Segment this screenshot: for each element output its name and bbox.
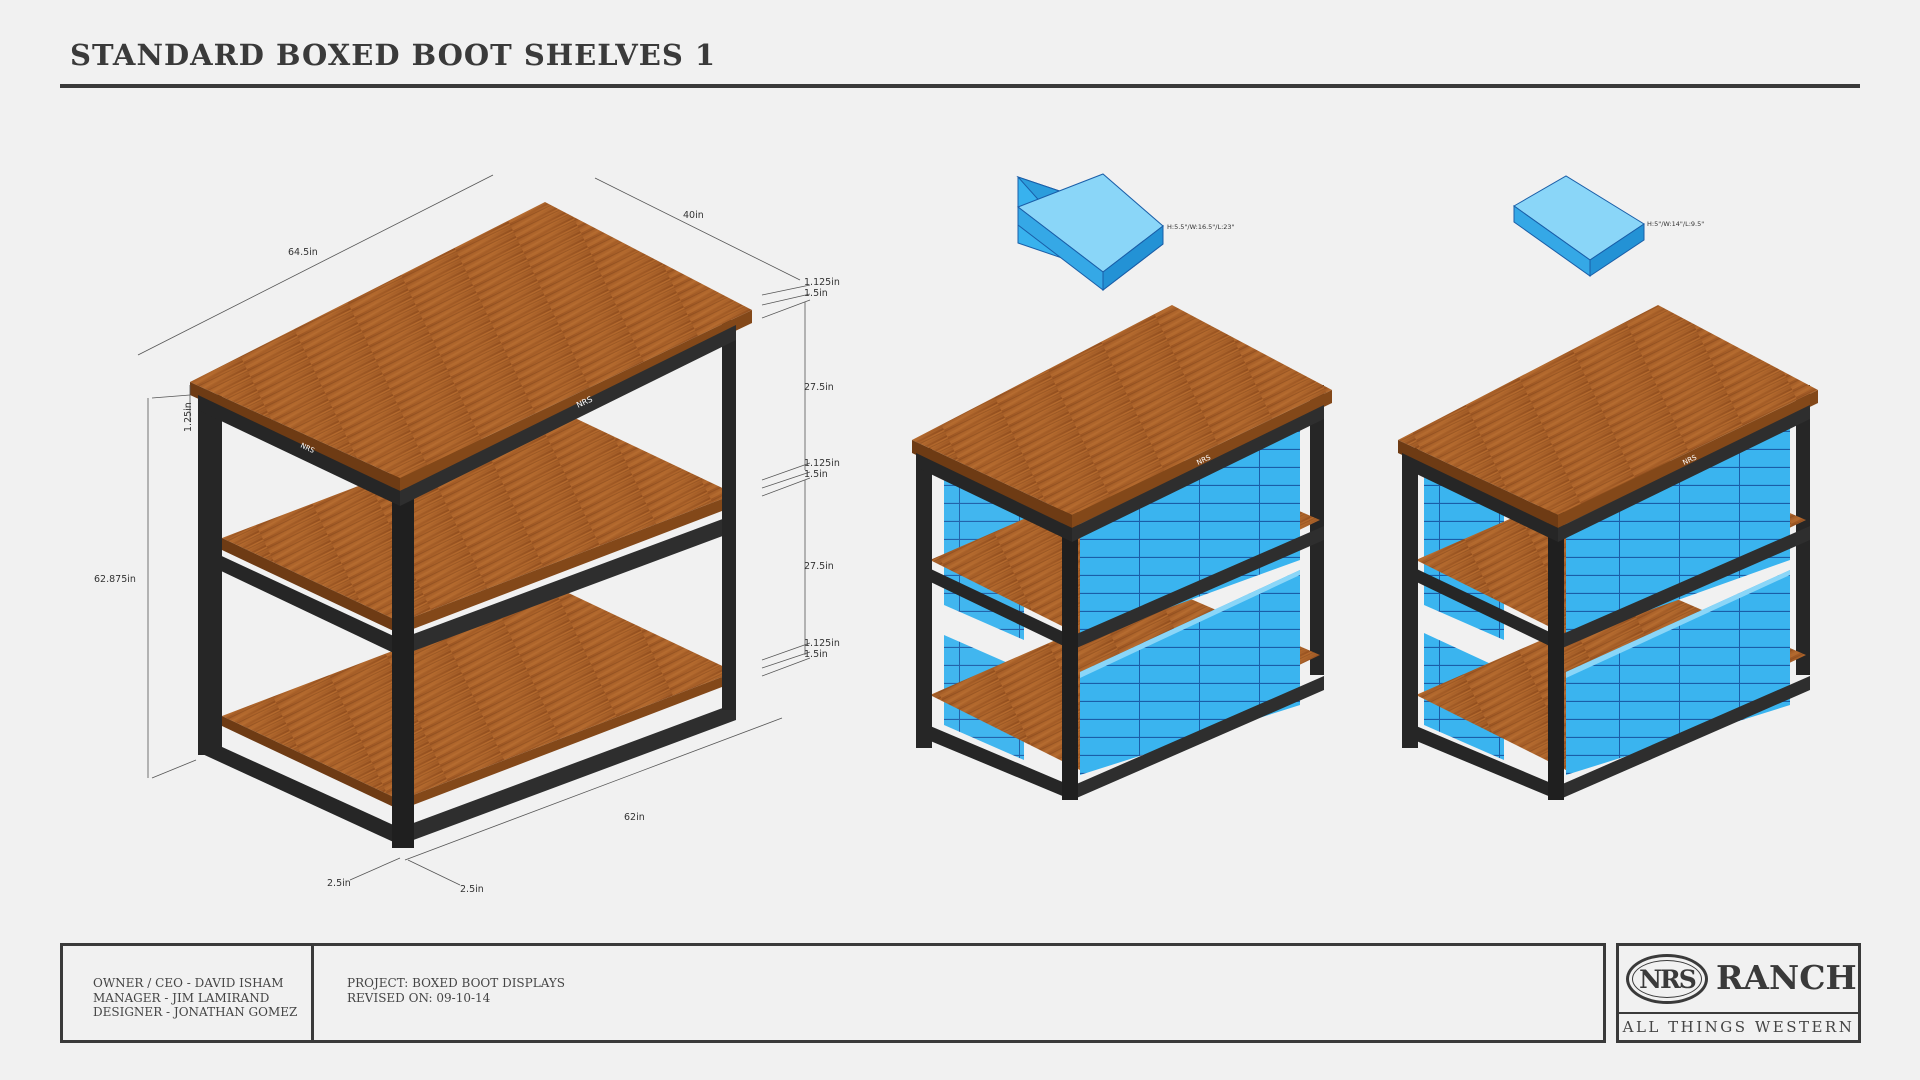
credits: OWNER / CEO - DAVID ISHAM MANAGER - JIM … [93, 976, 297, 1020]
dim-top-overhang: 1.25in [183, 402, 194, 432]
dim-stack-3: 1.125in [804, 458, 840, 469]
dim-total-height: 62.875in [94, 574, 136, 585]
credit-owner: OWNER / CEO - DAVID ISHAM [93, 976, 284, 990]
dim-stack-5: 27.5in [804, 561, 834, 572]
shelf-small-boxes: H:5"/W:14"/L:9.5" NRS [1398, 175, 1818, 800]
dimensioned-shelf: NRS NRS 64.5in 40in [94, 174, 840, 895]
shelf-drawing: NRS NRS 64.5in 40in [94, 173, 1818, 895]
title-block-divider [311, 946, 314, 1040]
dim-stack-7: 1.5in [804, 649, 828, 660]
nrs-emblem-icon: NRS [1626, 954, 1708, 1004]
shelf-top [912, 305, 1332, 515]
credit-manager: MANAGER - JIM LAMIRAND [93, 990, 270, 1005]
shelf-middle [222, 410, 735, 622]
dim-stack-2: 27.5in [804, 382, 834, 393]
logo-tagline: ALL THINGS WESTERN [1622, 1018, 1855, 1036]
dim-frame-width-b: 2.5in [460, 884, 484, 895]
project-name: PROJECT: BOXED BOOT DISPLAYS [347, 976, 566, 990]
shelf-top [190, 202, 752, 478]
title-block: OWNER / CEO - DAVID ISHAM MANAGER - JIM … [60, 943, 1606, 1043]
frame-post-front-center [392, 488, 414, 848]
dim-total-depth: 40in [683, 210, 704, 221]
page-title: STANDARD BOXED BOOT SHELVES 1 [70, 38, 717, 72]
dim-stack-0: 1.125in [804, 277, 840, 288]
dim-base-length: 62in [624, 812, 645, 823]
project-info: PROJECT: BOXED BOOT DISPLAYS REVISED ON:… [347, 976, 565, 1005]
revision-date: REVISED ON: 09-10-14 [347, 990, 491, 1005]
dim-frame-width-a: 2.5in [327, 878, 351, 889]
dim-stack-6: 1.125in [804, 638, 840, 649]
box-small-label: H:5"/W:14"/L:9.5" [1647, 220, 1704, 228]
shelf-large-boxes: H:5.5"/W:16.5"/L:23" NRS [912, 173, 1332, 800]
shelf-top [1398, 305, 1818, 515]
box-large-label: H:5.5"/W:16.5"/L:23" [1167, 223, 1235, 231]
dim-total-length: 64.5in [288, 247, 318, 258]
credit-designer: DESIGNER - JONATHAN GOMEZ [93, 1005, 298, 1019]
dim-stack-1: 1.5in [804, 288, 828, 299]
logo-brand: RANCH [1716, 958, 1857, 997]
title-rule [60, 84, 1860, 88]
nrs-ranch-logo: NRS RANCH ALL THINGS WESTERN [1616, 943, 1861, 1043]
shelf-bottom [222, 588, 735, 800]
dim-stack-4: 1.5in [804, 469, 828, 480]
frame-post-front-left [198, 395, 222, 755]
